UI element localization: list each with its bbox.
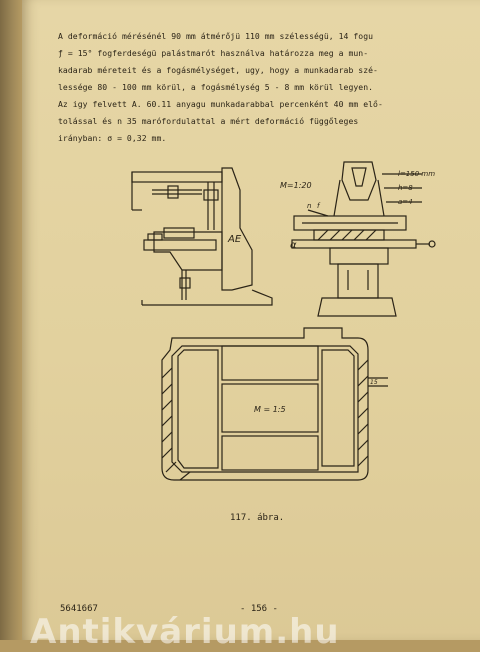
body-line-2: ƒ = 15° fogferdeségü palástmarót használ…: [58, 48, 369, 58]
book-page: A deformáció mérésénél 90 mm átmérőjü 11…: [22, 0, 480, 640]
body-line-3: kadarab méreteit és a fogásmélységet, ug…: [58, 65, 378, 75]
page-number: - 156 -: [240, 604, 278, 614]
body-line-5: Az igy felvett A. 60.11 anyagu munkadara…: [58, 99, 383, 109]
footer-code: 5641667: [60, 604, 98, 614]
figure-caption: 117. ábra.: [230, 513, 285, 523]
technical-drawing: AE M=1:20 l=150 mm h=8 a=4 n f α M = 1:5…: [122, 150, 452, 495]
workpiece-section-view: [161, 327, 388, 481]
milling-machine-front-view: [291, 161, 436, 317]
label-machine: AE: [227, 234, 242, 245]
body-line-1: A deformáció mérésénél 90 mm átmérőjü 11…: [58, 31, 374, 41]
label-scale-bottom: M = 1:5: [254, 405, 286, 414]
label-dim-l: l=150 mm: [398, 170, 435, 178]
body-line-7: irányban: σ = 0,32 mm.: [58, 133, 167, 143]
label-dim-f: f: [317, 202, 321, 210]
drawing-svg: AE M=1:20 l=150 mm h=8 a=4 n f α M = 1:5…: [131, 161, 436, 481]
label-wall: 15: [370, 379, 378, 386]
milling-machine-side-view: [131, 167, 273, 306]
body-paragraph: A deformáció mérésénél 90 mm átmérőjü 11…: [58, 28, 468, 147]
label-dim-n: n: [307, 202, 311, 210]
label-dim-h: h=8: [398, 184, 413, 192]
label-dim-alpha: α: [290, 240, 297, 251]
book-binding-shadow: [0, 0, 22, 640]
label-dim-a: a=4: [398, 198, 413, 206]
body-line-4: lessége 80 - 100 mm körül, a fogásmélysé…: [58, 82, 374, 92]
label-scale-left: M=1:20: [280, 181, 312, 190]
body-line-6: tolással és n 35 marófordulattal a mért …: [58, 116, 359, 126]
